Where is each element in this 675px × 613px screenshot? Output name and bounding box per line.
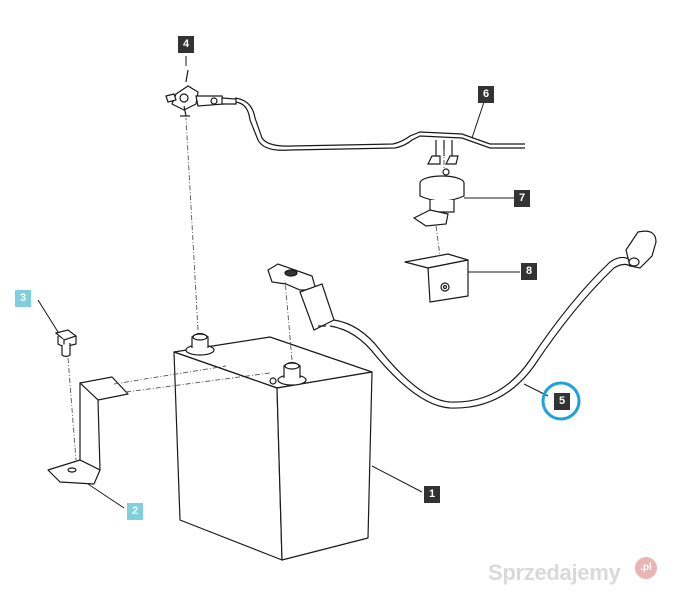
positive-cable — [165, 69, 525, 151]
leader-lines — [37, 56, 549, 509]
callout-3: 3 — [15, 290, 31, 307]
battery — [173, 336, 373, 561]
relay-bracket — [404, 253, 469, 303]
callout-7: 7 — [514, 190, 530, 207]
callout-6: 6 — [478, 86, 494, 103]
callout-1: 1 — [424, 486, 440, 503]
highlight-ring — [541, 381, 581, 421]
battery-terminal-right — [269, 361, 307, 386]
hold-down-bracket — [47, 376, 129, 485]
watermark-text: Sprzedajemy — [488, 560, 621, 585]
callout-4: 4 — [178, 36, 194, 53]
callout-8: 8 — [521, 263, 537, 280]
bolt — [54, 329, 78, 358]
relay — [412, 140, 465, 227]
watermark-badge: .pl — [635, 557, 657, 579]
battery-terminal-left — [185, 332, 215, 356]
callout-5: 5 — [554, 393, 570, 410]
negative-cable — [267, 230, 657, 409]
callout-2: 2 — [127, 503, 143, 520]
reference-lines — [67, 117, 445, 461]
